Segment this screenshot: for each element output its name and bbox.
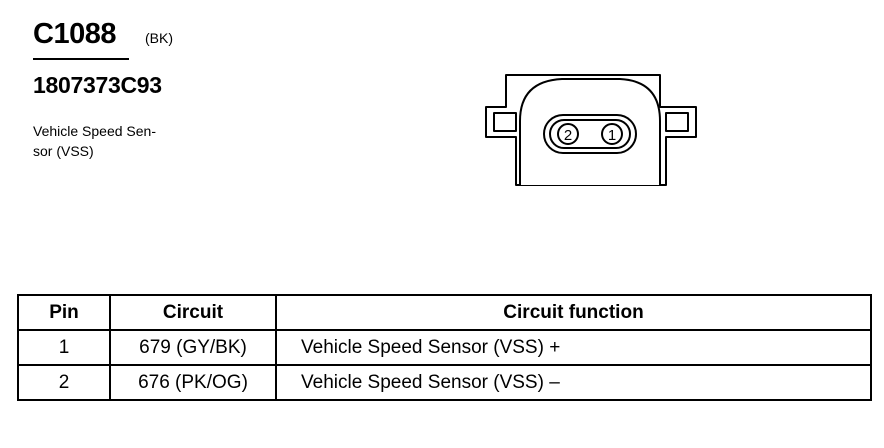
description-line-2: sor (VSS) — [33, 143, 94, 159]
left-latch — [493, 112, 517, 132]
cell-pin: 1 — [17, 329, 111, 366]
header-pin: Pin — [17, 294, 111, 331]
title-rule — [33, 58, 129, 60]
cell-circuit: 676 (PK/OG) — [109, 364, 277, 401]
table-row: 2 676 (PK/OG) Vehicle Speed Sensor (VSS)… — [17, 364, 872, 401]
cell-pin: 2 — [17, 364, 111, 401]
cell-function: Vehicle Speed Sensor (VSS) – — [275, 364, 872, 401]
table-header-row: Pin Circuit Circuit function — [17, 294, 872, 331]
component-description: Vehicle Speed Sen- sor (VSS) — [33, 121, 193, 161]
pin-2-label: 2 — [564, 127, 572, 144]
connector-id: C1088 — [33, 18, 116, 50]
cell-circuit: 679 (GY/BK) — [109, 329, 277, 366]
part-number: 1807373C93 — [33, 72, 162, 98]
connector-face-diagram: 2 1 — [485, 74, 697, 186]
right-latch — [665, 112, 689, 132]
cell-function: Vehicle Speed Sensor (VSS) + — [275, 329, 872, 366]
pin-1-label: 1 — [608, 127, 616, 144]
pin-1-circle — [601, 123, 623, 145]
table-row: 1 679 (GY/BK) Vehicle Speed Sensor (VSS)… — [17, 329, 872, 366]
color-code: (BK) — [145, 30, 173, 46]
pin-2-circle — [557, 123, 579, 145]
header-circuit-function: Circuit function — [275, 294, 872, 331]
pinout-table: Pin Circuit Circuit function 1 679 (GY/B… — [17, 294, 872, 401]
header-circuit: Circuit — [109, 294, 277, 331]
description-line-1: Vehicle Speed Sen- — [33, 123, 156, 139]
